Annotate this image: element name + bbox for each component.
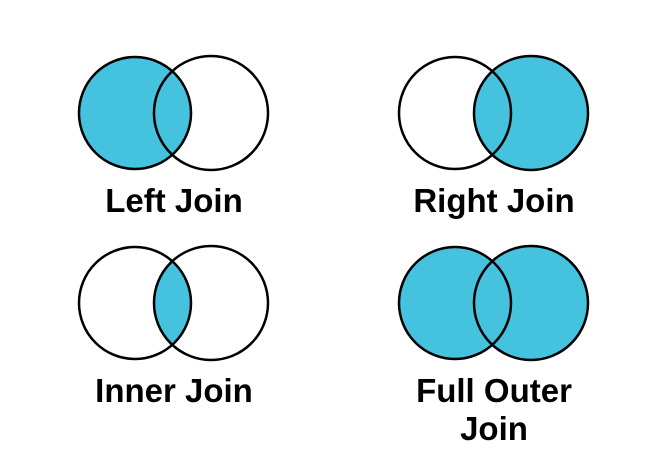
right-circle-outline xyxy=(472,54,590,172)
left-circle-outline xyxy=(397,55,513,171)
venn-cell-inner-join: Inner Join xyxy=(14,244,334,448)
right-circle-outline xyxy=(152,54,270,172)
intersection-fill xyxy=(474,57,511,169)
diagram-label-left-join: Left Join xyxy=(105,182,243,219)
left-circle-outline xyxy=(77,245,193,361)
intersection-fill xyxy=(154,246,191,359)
diagram-label-inner-join: Inner Join xyxy=(95,371,253,409)
right-circle-outline xyxy=(472,244,590,362)
venn-diagram-inner-join xyxy=(77,244,270,362)
diagram-label-full-outer-join: Full Outer Join xyxy=(416,371,572,447)
intersection-fill xyxy=(154,57,191,169)
venn-diagram-right-join xyxy=(397,54,590,172)
venn-diagram-full-outer-join xyxy=(397,244,590,362)
left-circle-outline xyxy=(397,245,513,361)
intersection-fill xyxy=(474,246,511,359)
venn-cell-right-join: Right Join xyxy=(334,54,654,220)
diagram-grid: Left Join Right Join xyxy=(14,54,654,448)
venn-cell-left-join: Left Join xyxy=(14,54,334,220)
left-circle-outline xyxy=(77,55,193,171)
venn-cell-full-outer-join: Full Outer Join xyxy=(334,244,654,448)
diagram-label-right-join: Right Join xyxy=(413,182,575,219)
venn-diagram-left-join xyxy=(77,54,270,172)
right-circle-outline xyxy=(152,244,270,362)
